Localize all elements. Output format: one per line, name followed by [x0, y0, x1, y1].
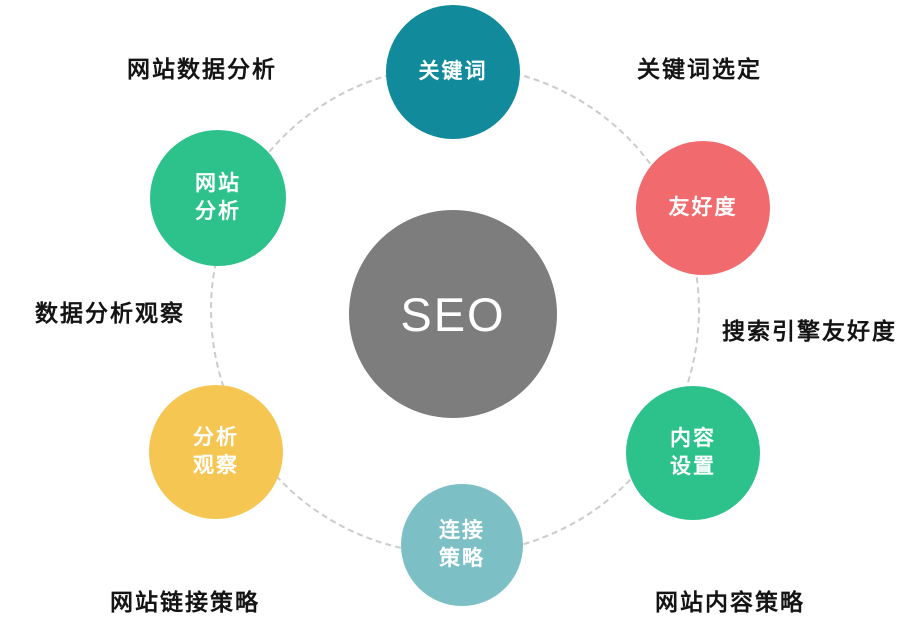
label-site-data-analysis: 网站数据分析	[127, 56, 277, 82]
node-content-settings: 内容 设置	[626, 386, 760, 520]
node-keywords: 关键词	[386, 5, 520, 139]
node-analysis-observation: 分析 观察	[149, 385, 283, 519]
node-site-analysis: 网站 分析	[150, 130, 286, 266]
label-keyword-selection: 关键词选定	[637, 56, 762, 82]
center-node-seo: SEO	[349, 210, 557, 418]
node-analysis-observation-label-line1: 分析	[193, 425, 239, 449]
label-site-content-strategy: 网站内容策略	[655, 589, 805, 615]
node-content-settings-label-line2: 设置	[670, 455, 716, 478]
node-link-strategy-label-line2: 策略	[439, 547, 485, 570]
label-search-engine-friendliness: 搜索引擎友好度	[722, 318, 897, 344]
node-site-analysis-label-line2: 分析	[195, 200, 241, 223]
node-friendliness: 友好度	[636, 141, 770, 275]
node-friendliness-label: 友好度	[668, 195, 738, 219]
center-node-label: SEO	[400, 287, 506, 341]
node-link-strategy-label-line1: 连接	[439, 518, 485, 542]
node-site-analysis-label-line1: 网站	[195, 171, 241, 195]
node-content-settings-label-line1: 内容	[670, 426, 716, 450]
label-data-analysis-observation: 数据分析观察	[35, 300, 185, 326]
node-link-strategy: 连接 策略	[401, 484, 523, 606]
node-analysis-observation-label-line2: 观察	[193, 454, 239, 477]
label-site-link-strategy: 网站链接策略	[110, 589, 260, 615]
node-keywords-label: 关键词	[418, 59, 488, 83]
